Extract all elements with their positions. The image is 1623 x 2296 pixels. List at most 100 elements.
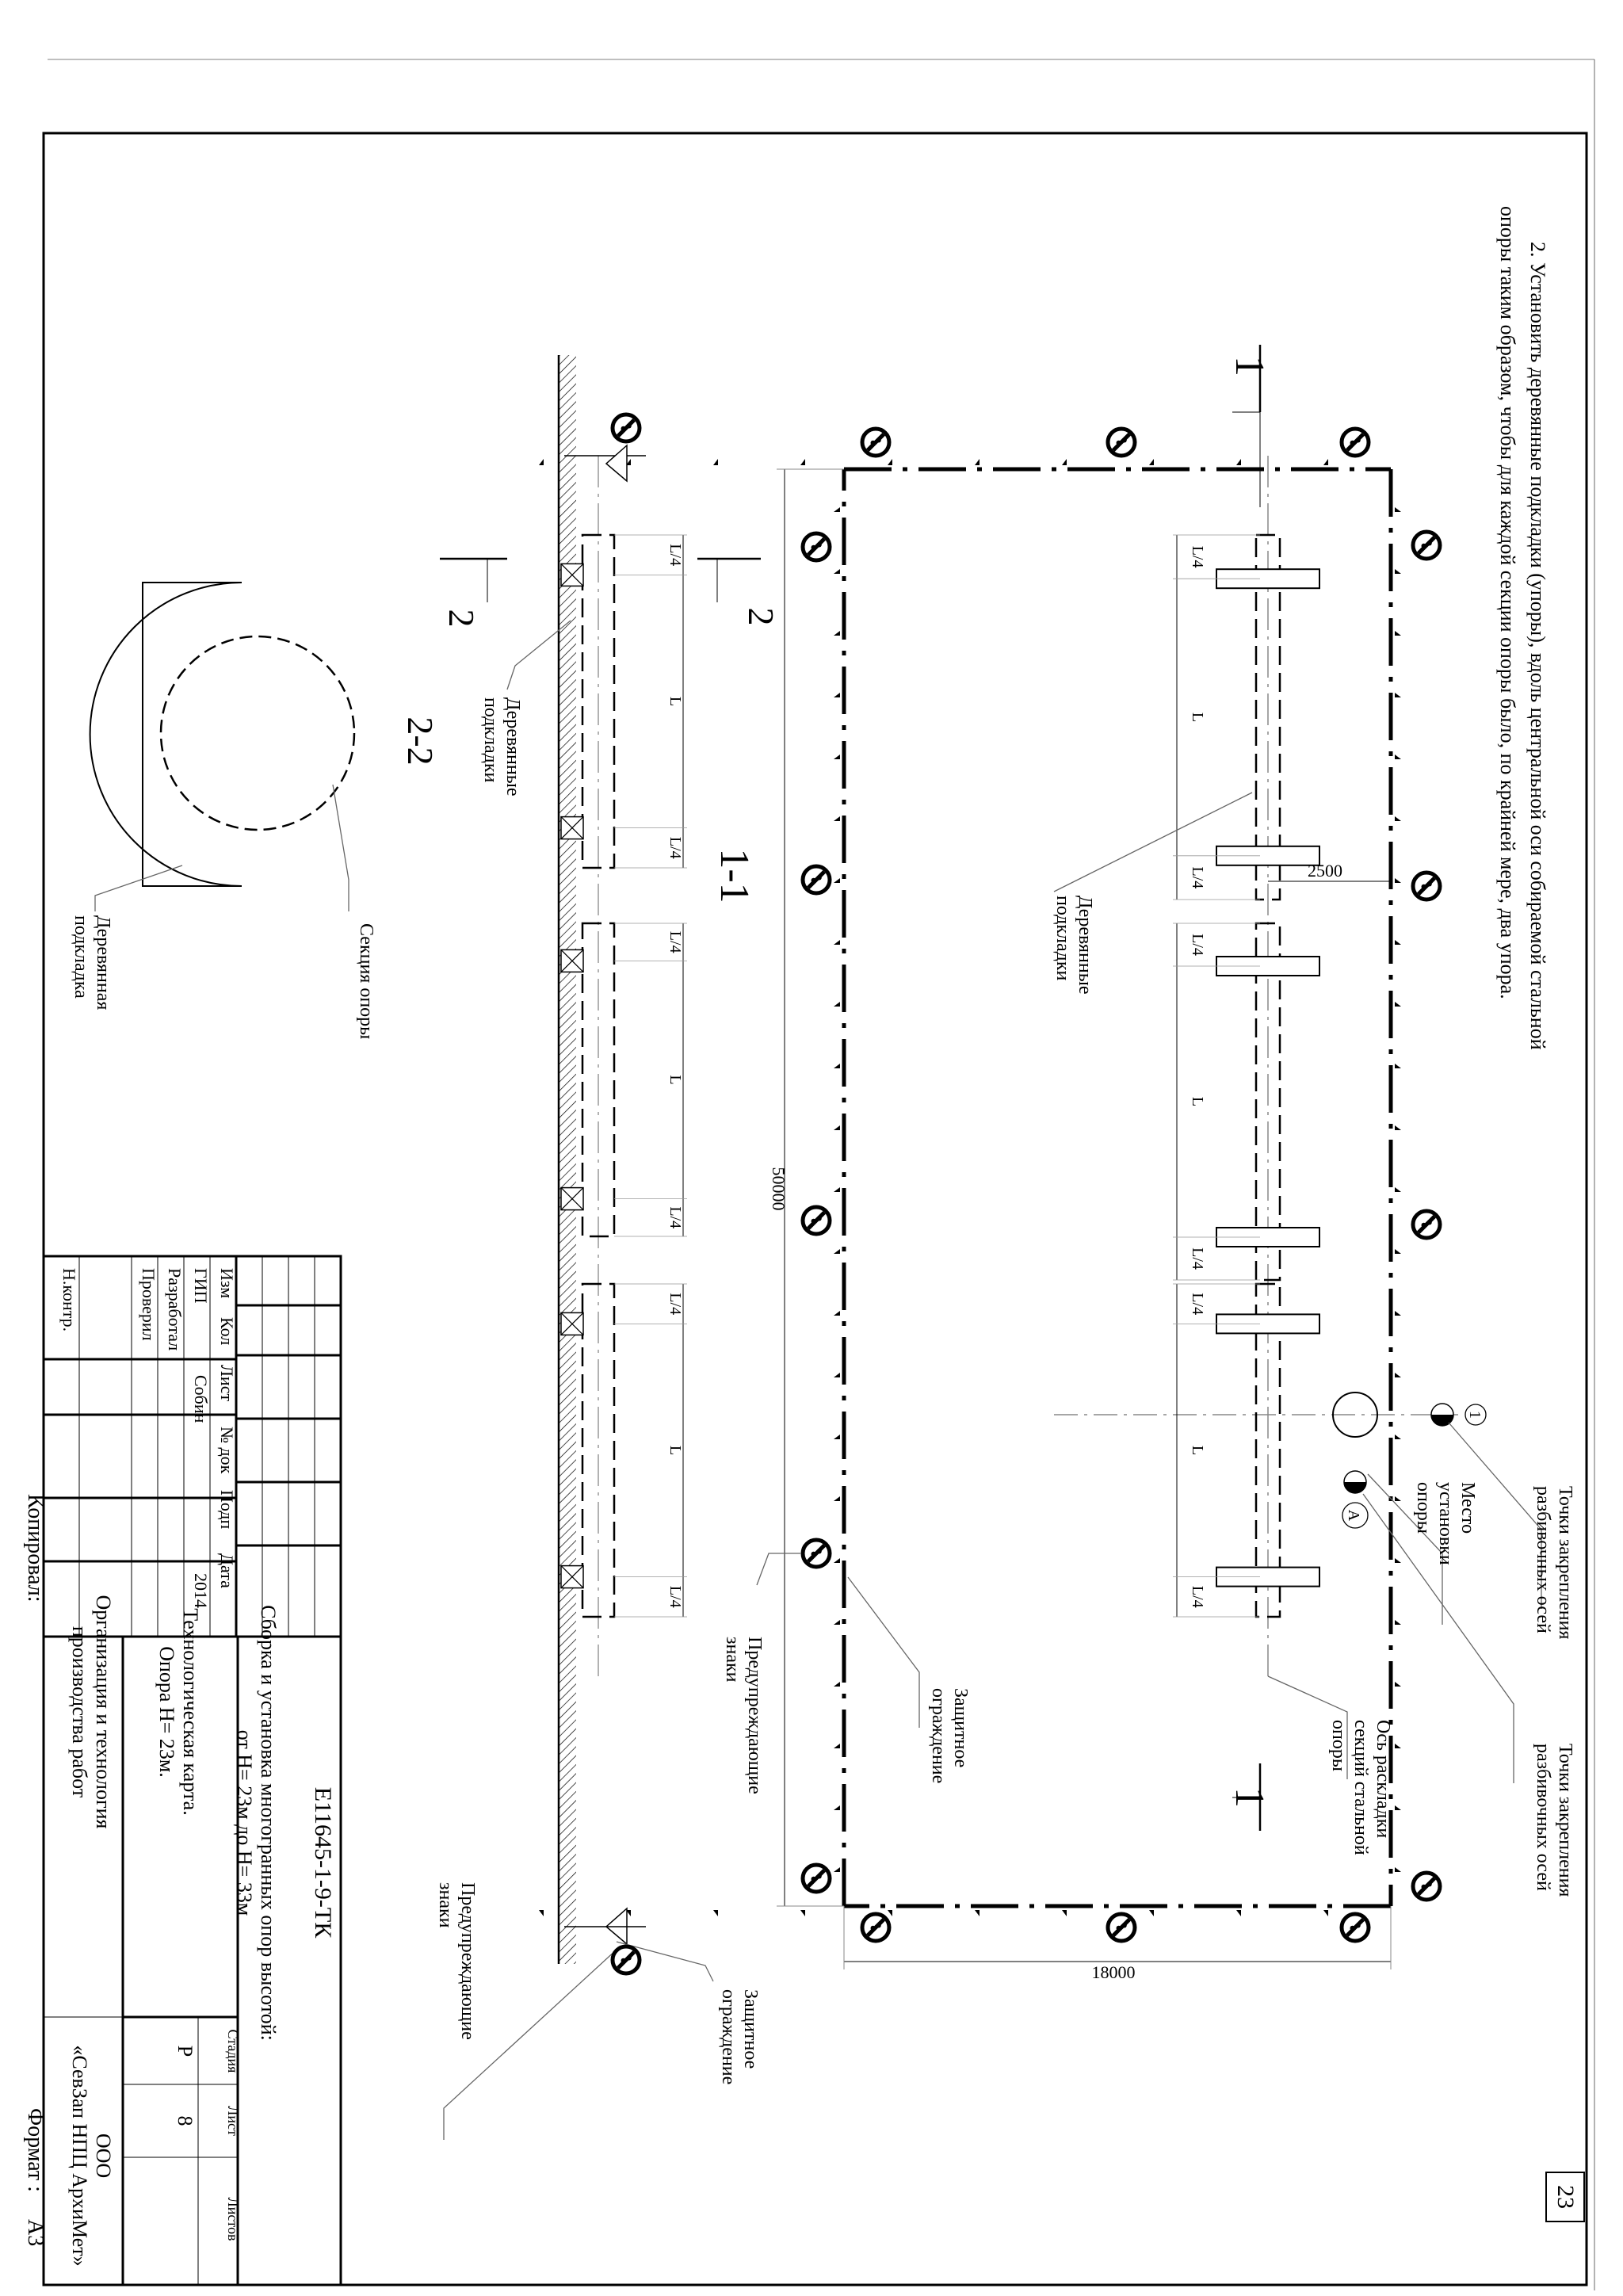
dim-quarter-label: L/4 (666, 931, 684, 953)
fence-tick (539, 1910, 544, 1916)
label-wooden-pads-plan: Деревянные подкладки (1052, 896, 1095, 995)
tb-org-title-2: производства работ (68, 1626, 91, 1797)
fence-tick (834, 1311, 840, 1316)
section-marker-2-left: 2 (440, 557, 507, 628)
svg-text:разбивочных осей: разбивочных осей (1533, 1486, 1553, 1633)
plan-warning-signs (800, 426, 1442, 1943)
section-2-2-title: 2-2 (400, 716, 441, 765)
dim-50000: 50000 (769, 468, 844, 1907)
page-number: 23 (1552, 2185, 1579, 2209)
fence-tick (834, 569, 840, 574)
svg-text:50000: 50000 (769, 1167, 789, 1211)
svg-text:подкладки: подкладки (480, 697, 501, 783)
svg-text:2. Установить деревянные подк: 2. Установить деревянные подкладки (упор… (1526, 242, 1549, 1050)
dim-quarter-label: L/4 (1189, 1293, 1206, 1315)
fence-tick (1395, 1805, 1401, 1810)
dim-span-label: L (1189, 712, 1206, 722)
svg-text:Подп: Подп (217, 1490, 237, 1529)
fence-tick (1236, 459, 1241, 465)
svg-text:Деревянная: Деревянная (93, 915, 113, 1010)
svg-text:1: 1 (1227, 356, 1272, 376)
fence-tick (1395, 1249, 1401, 1254)
warning-sign-icon (800, 1862, 832, 1894)
fence-tick (834, 878, 840, 883)
section-marker-1-bottom: 1 (1227, 1763, 1272, 1831)
warning-sign-icon (1106, 426, 1137, 458)
fence-tick (1395, 1496, 1401, 1501)
fence-tick (834, 755, 840, 759)
tb-code: Е11645-1-9-ТК (310, 1787, 336, 1939)
fence-tick (1149, 459, 1154, 465)
svg-text:подкладки: подкладки (1052, 896, 1073, 981)
ground-hatch (559, 355, 576, 1964)
fence-tick (834, 1558, 840, 1563)
fence-tick (1395, 693, 1401, 697)
label-protective-fence-plan: Защитное ограждение (928, 1688, 971, 1783)
fence-tick (1395, 1002, 1401, 1007)
fence-tick (800, 1910, 805, 1916)
axis-point-a: A (1342, 1470, 1369, 1529)
fence-tick (1395, 1064, 1401, 1068)
warning-sign-icon (1411, 1209, 1442, 1240)
svg-text:опоры: опоры (1413, 1482, 1434, 1534)
warning-sign-icon (860, 1912, 892, 1943)
wooden-pad-shape (89, 582, 242, 887)
dim-quarter-label: L/4 (1189, 867, 1206, 889)
install-place-circle (1332, 1392, 1378, 1438)
warning-sign-icon (860, 426, 892, 458)
fence-tick (539, 459, 544, 465)
warning-sign-icon (1411, 870, 1442, 902)
svg-text:2: 2 (441, 609, 482, 628)
warning-sign-icon (1339, 1912, 1371, 1943)
tower-section-side (581, 533, 616, 869)
fence-tick (834, 507, 840, 512)
warning-sign-icon (1339, 426, 1371, 458)
label-layout-axis: Ось раскладки секций стальной опоры (1328, 1720, 1393, 1855)
svg-text:ГИП: ГИП (191, 1268, 211, 1304)
tb-sheet-title-2: Опора Н= 23м. (155, 1646, 178, 1778)
dim-quarter-label: L/4 (666, 1206, 684, 1228)
title-block-text: Е11645-1-9-ТК Сборка и установка многогр… (23, 1268, 336, 2267)
fence-tick (1062, 459, 1067, 465)
svg-text:Стадия: Стадия (225, 2030, 241, 2073)
fence-tick (834, 1002, 840, 1007)
dim-span-label: L (666, 1075, 684, 1084)
svg-text:Ось раскладки: Ось раскладки (1373, 1720, 1393, 1838)
fence-tick (1395, 631, 1401, 636)
fence-tick (1395, 1867, 1401, 1872)
label-wooden-pad-22: Деревянная подкладка (71, 915, 113, 1010)
tb-org-title-1: Организация и технология (92, 1595, 115, 1829)
dim-18000: 18000 (843, 1906, 1392, 1982)
fence-tick (1395, 878, 1401, 883)
fence-tick (1395, 1125, 1401, 1130)
dim-quarter-label: L/4 (666, 837, 684, 859)
tb-stage: Р (174, 2046, 197, 2057)
svg-text:Защитное: Защитное (950, 1688, 971, 1767)
svg-text:Место: Место (1457, 1482, 1478, 1534)
fence-tick (834, 1064, 840, 1068)
fence-tick (834, 1496, 840, 1501)
section-1-1-elements: L/4LL/4L/4LL/4L/4LL/4 (560, 533, 687, 1618)
dim-span-label: L (1189, 1446, 1206, 1455)
wooden-pad-plan (1216, 568, 1320, 590)
tb-sheet-title-1: Технологическая карта. (179, 1608, 202, 1815)
warning-sign-icon (1106, 1912, 1137, 1943)
fence-tick (834, 1620, 840, 1625)
svg-text:Точки закрепления: Точки закрепления (1555, 1486, 1575, 1639)
fence-tick (1062, 1910, 1067, 1916)
fence-tick (1395, 755, 1401, 759)
svg-text:ограждение: ограждение (718, 1989, 739, 2084)
tb-copied: Копировал: (23, 1494, 48, 1603)
plan-leaders (756, 792, 1542, 1783)
dim-span-label: L (1189, 1097, 1206, 1106)
fence-tick (1395, 1373, 1401, 1377)
fence-tick (1395, 1682, 1401, 1687)
svg-text:Предупреждающие: Предупреждающие (744, 1637, 765, 1794)
fence-tick (713, 1910, 718, 1916)
fence-tick (1395, 507, 1401, 512)
svg-text:Н.контр.: Н.контр. (59, 1268, 79, 1331)
svg-text:секций стальной: секций стальной (1350, 1720, 1371, 1855)
dim-quarter-label: L/4 (1189, 934, 1206, 956)
protective-fence-outline (842, 467, 1393, 1908)
